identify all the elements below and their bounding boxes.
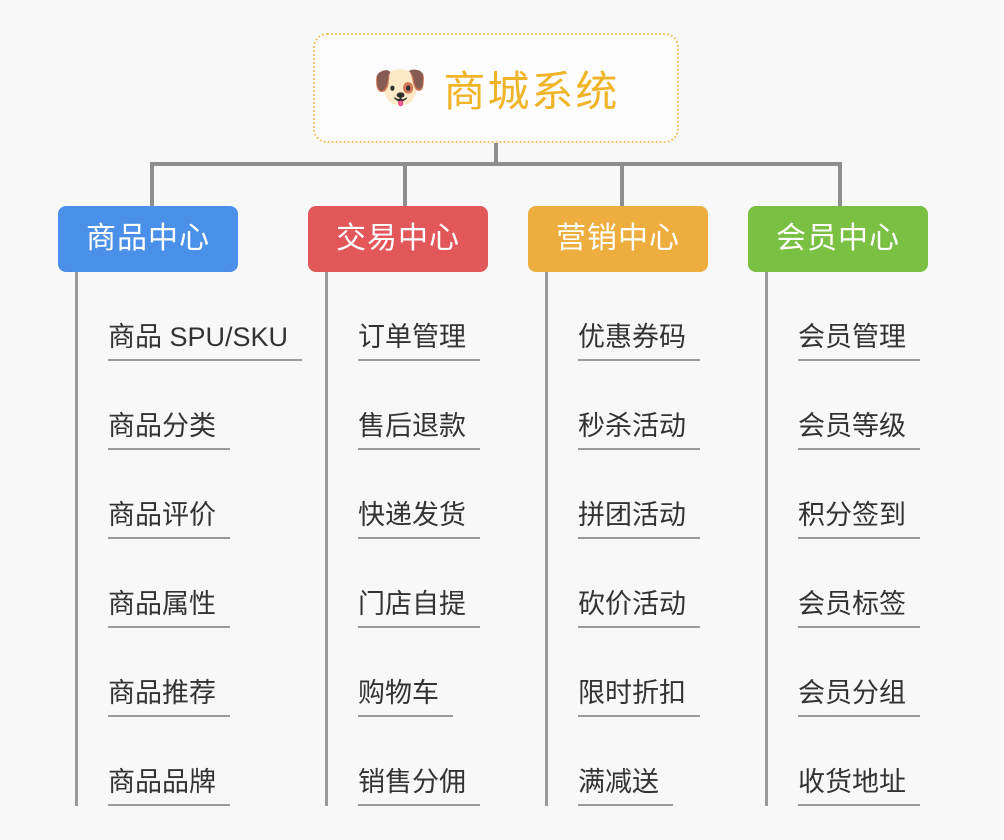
list-item[interactable]: 会员分组 (768, 628, 920, 717)
list-item[interactable]: 门店自提 (328, 539, 480, 628)
list-item-label: 门店自提 (358, 590, 480, 628)
list-item-label: 会员等级 (798, 412, 920, 450)
list-item[interactable]: 商品属性 (78, 539, 302, 628)
list-item-label: 会员分组 (798, 679, 920, 717)
list-item[interactable]: 商品分类 (78, 361, 302, 450)
list-item[interactable]: 秒杀活动 (548, 361, 700, 450)
branch-交易中心: 交易中心 订单管理 售后退款 快递发货 门店自提 购物车 销售分佣 (308, 162, 488, 806)
list-item-label: 快递发货 (358, 501, 480, 539)
branch-drop-connector (838, 162, 842, 206)
list-item-label: 售后退款 (358, 412, 480, 450)
list-item-label: 商品 SPU/SKU (108, 323, 303, 361)
list-item-label: 商品推荐 (108, 679, 230, 717)
list-item[interactable]: 商品品牌 (78, 717, 302, 806)
list-item[interactable]: 快递发货 (328, 450, 480, 539)
list-item[interactable]: 砍价活动 (548, 539, 700, 628)
list-item[interactable]: 会员管理 (768, 272, 920, 361)
list-item-label: 商品评价 (108, 501, 230, 539)
list-item[interactable]: 商品推荐 (78, 628, 302, 717)
list-item[interactable]: 销售分佣 (328, 717, 480, 806)
list-item-label: 会员管理 (798, 323, 920, 361)
list-item-label: 商品属性 (108, 590, 230, 628)
list-item-label: 优惠券码 (578, 323, 700, 361)
list-item-label: 购物车 (358, 679, 453, 717)
list-item-label: 满减送 (578, 768, 673, 806)
branch-header-0[interactable]: 商品中心 (58, 206, 238, 272)
branch-bus-connector (150, 162, 840, 166)
root-title: 商城系统 (443, 67, 620, 115)
branch-商品中心: 商品中心 商品 SPU/SKU 商品分类 商品评价 商品属性 商品推荐 商品品牌 (58, 162, 303, 806)
branch-header-1[interactable]: 交易中心 (308, 206, 488, 272)
branch-header-3[interactable]: 会员中心 (748, 206, 928, 272)
root-node[interactable]: 🐶 商城系统 (313, 33, 679, 143)
list-item[interactable]: 会员标签 (768, 539, 920, 628)
list-item-label: 收货地址 (798, 768, 920, 806)
list-item-label: 商品分类 (108, 412, 230, 450)
list-item-label: 商品品牌 (108, 768, 230, 806)
list-item[interactable]: 收货地址 (768, 717, 920, 806)
root-stem-connector (494, 143, 498, 164)
list-item[interactable]: 售后退款 (328, 361, 480, 450)
list-item[interactable]: 商品评价 (78, 450, 302, 539)
list-item-label: 拼团活动 (578, 501, 700, 539)
list-item[interactable]: 满减送 (548, 717, 700, 806)
branch-drop-connector (403, 162, 407, 206)
branch-children-0: 商品 SPU/SKU 商品分类 商品评价 商品属性 商品推荐 商品品牌 (75, 272, 303, 806)
list-item[interactable]: 积分签到 (768, 450, 920, 539)
list-item-label: 会员标签 (798, 590, 920, 628)
list-item-label: 秒杀活动 (578, 412, 700, 450)
list-item-label: 限时折扣 (578, 679, 700, 717)
list-item-label: 积分签到 (798, 501, 920, 539)
list-item[interactable]: 优惠券码 (548, 272, 700, 361)
branch-header-2[interactable]: 营销中心 (528, 206, 708, 272)
list-item[interactable]: 限时折扣 (548, 628, 700, 717)
list-item[interactable]: 拼团活动 (548, 450, 700, 539)
branch-营销中心: 营销中心 优惠券码 秒杀活动 拼团活动 砍价活动 限时折扣 满减送 (528, 162, 708, 806)
branch-drop-connector (150, 162, 154, 206)
shiba-dog-face-icon: 🐶 (372, 63, 428, 112)
branch-children-1: 订单管理 售后退款 快递发货 门店自提 购物车 销售分佣 (325, 272, 480, 806)
branch-drop-connector (620, 162, 624, 206)
list-item-label: 砍价活动 (578, 590, 700, 628)
list-item[interactable]: 会员等级 (768, 361, 920, 450)
branch-children-3: 会员管理 会员等级 积分签到 会员标签 会员分组 收货地址 (765, 272, 920, 806)
list-item[interactable]: 订单管理 (328, 272, 480, 361)
list-item[interactable]: 购物车 (328, 628, 480, 717)
list-item[interactable]: 商品 SPU/SKU (78, 272, 303, 361)
branch-children-2: 优惠券码 秒杀活动 拼团活动 砍价活动 限时折扣 满减送 (545, 272, 700, 806)
list-item-label: 销售分佣 (358, 768, 480, 806)
branch-会员中心: 会员中心 会员管理 会员等级 积分签到 会员标签 会员分组 收货地址 (748, 162, 928, 806)
list-item-label: 订单管理 (358, 323, 480, 361)
